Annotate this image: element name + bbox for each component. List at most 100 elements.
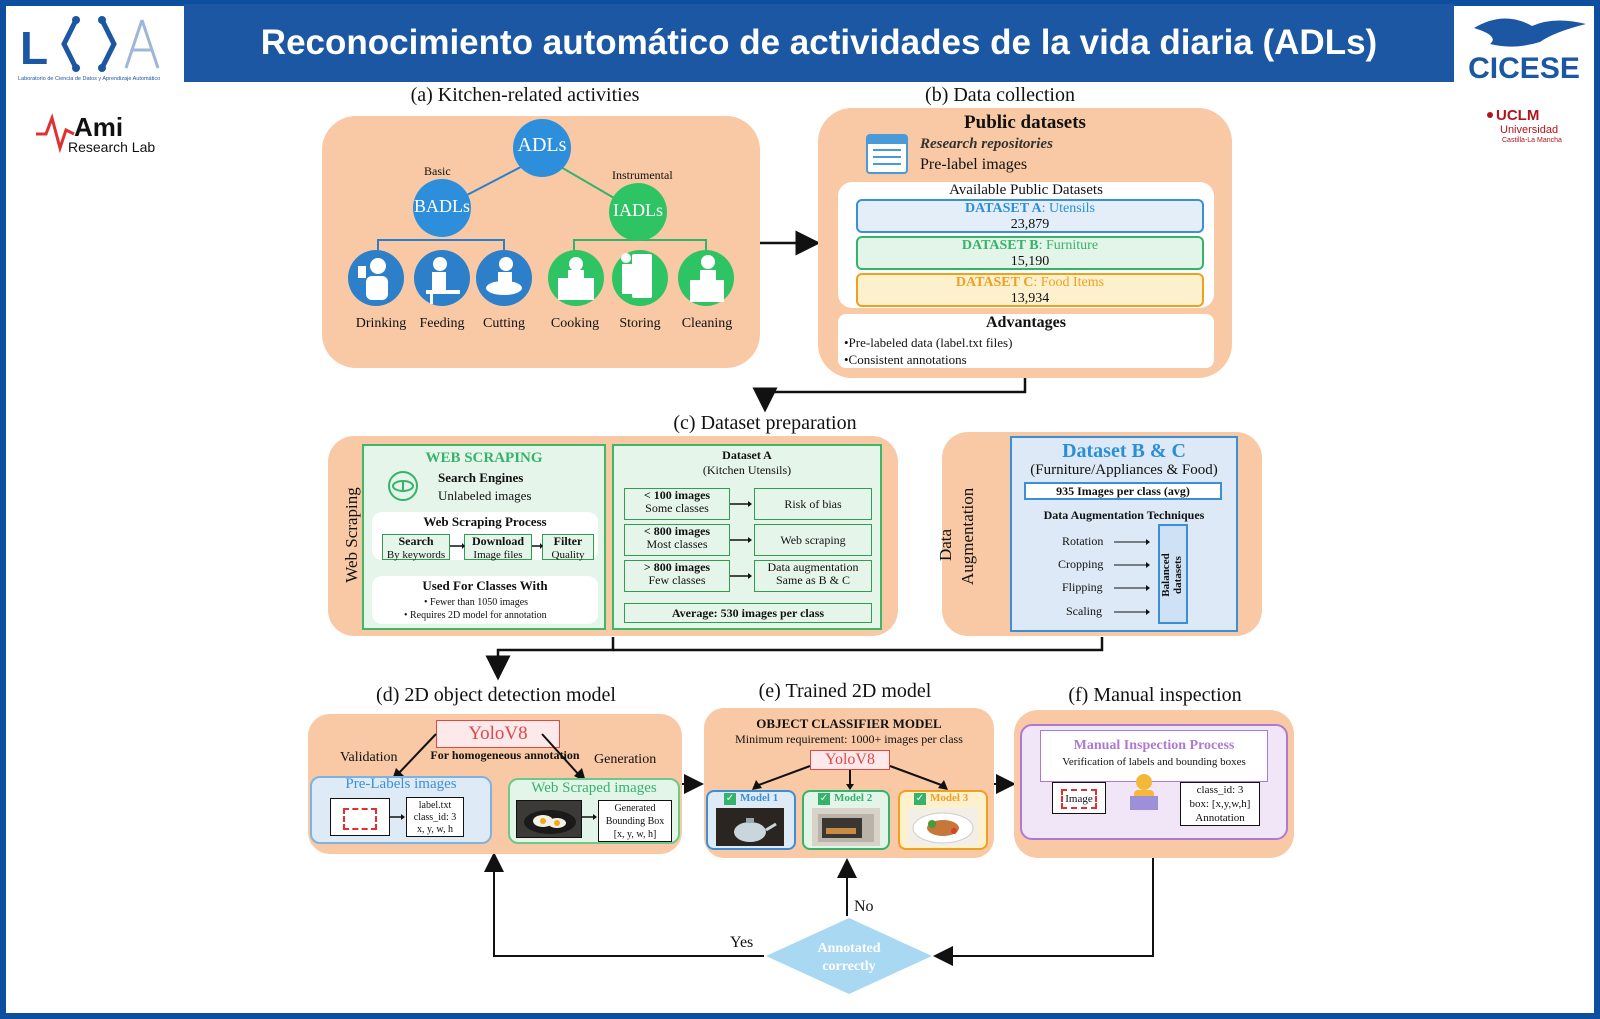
search-engine-icon	[384, 470, 422, 502]
row-3-outcome-sub: Same as B & C	[776, 573, 850, 587]
pre-label-images: Pre-label images	[920, 156, 1028, 173]
document-icon	[866, 134, 908, 174]
advantages-panel	[838, 314, 1214, 368]
bc-count-box: 935 Images per class (avg)	[1024, 482, 1222, 500]
fried-egg-image	[516, 800, 582, 838]
balanced-line-2: datasets	[1172, 556, 1184, 594]
cicese-logo: CICESE	[1454, 6, 1594, 85]
balanced-datasets-box	[1158, 524, 1188, 624]
check-icon: ✓	[818, 793, 830, 805]
step-download-title: Download	[471, 534, 524, 548]
average-box: Average: 530 images per class	[624, 603, 872, 623]
cooking-icon	[548, 250, 604, 306]
cutting-icon	[476, 250, 532, 306]
generated-line-3: [x, y, w, h]	[613, 829, 657, 840]
dataset-bc-title: Dataset B & C	[1062, 440, 1186, 462]
technique-scaling: Scaling	[1066, 604, 1102, 618]
activity-cooking: Cooking	[550, 316, 600, 331]
public-datasets-heading: Public datasets	[964, 112, 1086, 133]
iadls-node	[609, 183, 667, 241]
section-b-title: (b) Data collection	[925, 84, 1075, 106]
ami-pulse-icon: Ami Research Lab	[36, 112, 155, 155]
uclm-sub1: Universidad	[1500, 124, 1558, 136]
technique-arrows	[1114, 539, 1150, 615]
row-2-right: Web scraping	[754, 524, 872, 556]
dataset-a-card: DATASET A: Utensils 23,879	[856, 199, 1204, 233]
inspection-image-box: Image	[1052, 782, 1106, 814]
technique-cropping: Cropping	[1058, 557, 1104, 571]
step-filter-title: Filter	[553, 534, 583, 548]
row-3-outcome: Data augmentation	[767, 560, 859, 574]
lab-logo-icon: L Laboratorio de Ciencia de Datos y Apre…	[18, 16, 160, 82]
manual-inspection-header	[1040, 730, 1268, 782]
advantage-2: •Consistent annotations	[844, 352, 967, 367]
dataset-a-desc: : Utensils	[1041, 201, 1095, 216]
badls-label: BADLs	[413, 196, 470, 216]
uclm-logo-icon: UCLM Universidad Castilla-La Mancha	[1487, 107, 1562, 144]
instrumental-label: Instrumental	[612, 168, 673, 182]
annotation-box: class_id: 3 box: [x,y,w,h] Annotation	[1180, 782, 1260, 826]
step-filter-sub: Quality	[551, 549, 585, 561]
ami-logo: Ami Research Lab	[34, 104, 164, 158]
used-for-item-2: • Requires 2D model for annotation	[404, 610, 547, 621]
decision-diamond	[766, 918, 932, 994]
annotation-line-3: Annotation	[1195, 812, 1245, 824]
lab-logo-letter: L	[20, 22, 48, 74]
top-border	[0, 0, 1600, 6]
row-1-outcome: Risk of bias	[784, 497, 842, 511]
technique-flipping: Flipping	[1062, 580, 1103, 594]
yolo-label-d: YoloV8	[468, 723, 528, 744]
prelabel-arrow	[390, 814, 405, 820]
cicese-bird-icon: CICESE	[1468, 18, 1586, 85]
manual-inspection-heading: Manual Inspection Process	[1073, 738, 1235, 753]
search-engines-label: Search Engines	[438, 470, 524, 485]
page-title: Reconocimiento automático de actividades…	[184, 4, 1454, 82]
dataset-b-desc: : Furniture	[1038, 238, 1099, 253]
web-scraping-title: WEB SCRAPING	[425, 450, 543, 466]
decision-text: Annotated correctly	[764, 940, 934, 976]
section-f-title: (f) Manual inspection	[1068, 684, 1242, 706]
activity-cutting: Cutting	[482, 316, 525, 331]
label-file-line-2: class_id: 3	[413, 812, 457, 823]
model-2-label: Model 2	[834, 792, 873, 804]
activity-drinking: Drinking	[355, 316, 407, 331]
unlabeled-images-label: Unlabeled images	[438, 488, 532, 503]
teapot-image	[716, 808, 784, 846]
row-2-count: < 800 images	[643, 524, 711, 538]
dataset-bc-subtitle: (Furniture/Appliances & Food)	[1030, 462, 1218, 478]
dataset-c-name: DATASET C	[955, 275, 1034, 290]
storing-icon	[612, 250, 668, 306]
manual-inspection-sub: Verification of labels and bounding boxe…	[1062, 756, 1246, 768]
model-3-label: Model 3	[930, 792, 969, 804]
adls-node	[513, 119, 571, 177]
check-icon: ✓	[914, 793, 926, 805]
bounding-box-icon	[343, 808, 377, 830]
dataset-b-card: DATASET B: Furniture 15,190	[856, 236, 1204, 270]
iadls-label: IADLs	[613, 200, 663, 220]
prelabel-image	[330, 798, 390, 836]
drinking-icon	[348, 250, 404, 306]
dataset-b-name: DATASET B	[961, 238, 1039, 253]
generated-line-1: Generated	[614, 803, 656, 814]
step-download-sub: Image files	[473, 549, 523, 561]
row-2-outcome: Web scraping	[780, 533, 846, 547]
model-1-label: Model 1	[740, 792, 779, 804]
label-file-box: label.txt class_id: 3 x, y, w, h	[406, 797, 464, 837]
model-branch-arrows	[752, 765, 948, 790]
decision-line-1: Annotated	[817, 941, 881, 956]
generation-label: Generation	[594, 752, 657, 767]
generated-bbox-box: Generated Bounding Box [x, y, w, h]	[598, 800, 672, 842]
cicese-text: CICESE	[1468, 52, 1580, 82]
decision-no: No	[854, 898, 874, 915]
classifier-sub: Minimum requirement: 1000+ images per cl…	[735, 732, 963, 746]
augmentation-side-1: Data	[936, 528, 955, 562]
dataset-a-count: 23,879	[1010, 217, 1050, 232]
available-datasets-title: Available Public Datasets	[949, 182, 1103, 198]
row-2-classes: Most classes	[646, 537, 708, 551]
